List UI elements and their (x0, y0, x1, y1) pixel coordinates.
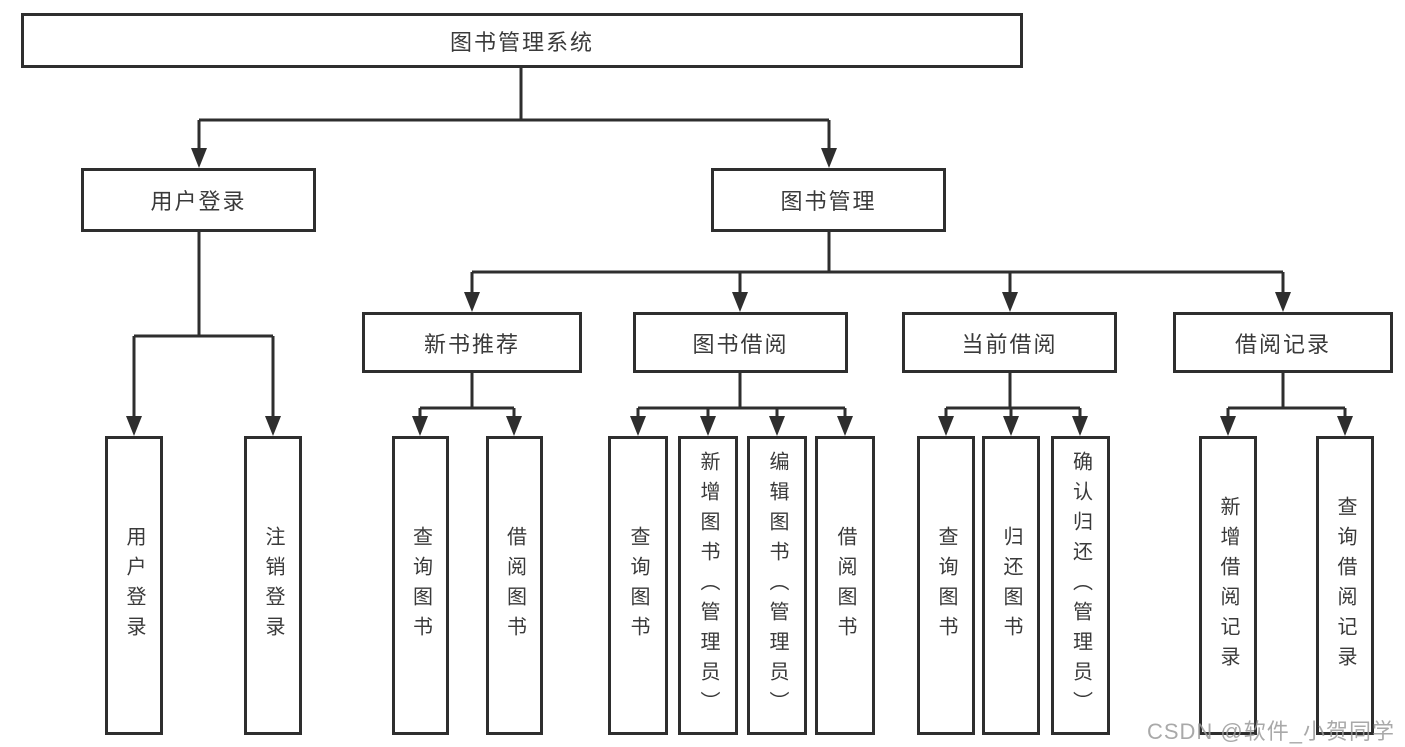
leaf-borrow-add-book-admin-label: 新增图书（管理员） (697, 450, 719, 721)
leaf-newbook-query-book-label: 查询图书 (409, 525, 432, 646)
leaf-borrow-query-book-label: 查询图书 (627, 525, 649, 646)
leaf-logout: 注销登录 (244, 436, 302, 735)
leaf-borrow-edit-book-admin-label: 编辑图书（管理员） (766, 450, 788, 721)
node-user-login: 用户登录 (81, 168, 316, 232)
leaf-user-login-label: 用户登录 (123, 525, 145, 646)
csdn-watermark: CSDN @软件_小贺同学 (1146, 719, 1395, 744)
leaf-current-return-book: 归还图书 (982, 436, 1040, 735)
leaf-newbook-borrow-book: 借阅图书 (486, 436, 543, 735)
node-book-management-label: 图书管理 (780, 189, 877, 214)
node-library-management-system: 图书管理系统 (21, 13, 1023, 68)
leaf-current-query-book-label: 查询图书 (935, 525, 957, 646)
leaf-records-add-borrow-record-label: 新增借阅记录 (1217, 495, 1239, 676)
leaf-borrow-borrow-book: 借阅图书 (815, 436, 875, 735)
node-book-borrow: 图书借阅 (633, 312, 848, 373)
leaf-newbook-borrow-book-label: 借阅图书 (503, 525, 526, 646)
node-book-borrow-label: 图书借阅 (692, 331, 789, 357)
arrowhead-icons (126, 148, 1353, 436)
node-current-borrow: 当前借阅 (902, 312, 1117, 373)
leaf-borrow-borrow-book-label: 借阅图书 (834, 525, 856, 646)
node-new-book-recommend: 新书推荐 (362, 312, 582, 373)
leaf-current-return-book-label: 归还图书 (1000, 525, 1022, 646)
leaf-borrow-edit-book-admin: 编辑图书（管理员） (747, 436, 807, 735)
leaf-records-query-borrow-record: 查询借阅记录 (1316, 436, 1374, 735)
leaf-current-query-book: 查询图书 (917, 436, 975, 735)
leaf-user-login: 用户登录 (105, 436, 163, 735)
leaf-logout-label: 注销登录 (262, 525, 284, 646)
node-borrow-records-label: 借阅记录 (1234, 331, 1331, 357)
leaf-records-add-borrow-record: 新增借阅记录 (1199, 436, 1257, 735)
node-borrow-records: 借阅记录 (1173, 312, 1393, 373)
node-current-borrow-label: 当前借阅 (961, 331, 1058, 357)
node-new-book-recommend-label: 新书推荐 (423, 331, 520, 357)
leaf-borrow-query-book: 查询图书 (608, 436, 668, 735)
leaf-current-confirm-return-admin: 确认归还（管理员） (1051, 436, 1110, 735)
connector-lines (132, 68, 1347, 420)
node-book-management: 图书管理 (711, 168, 946, 232)
node-user-login-label: 用户登录 (150, 189, 247, 214)
leaf-records-query-borrow-record-label: 查询借阅记录 (1334, 495, 1356, 676)
leaf-newbook-query-book: 查询图书 (392, 436, 449, 735)
node-library-management-system-label: 图书管理系统 (449, 29, 594, 55)
leaf-borrow-add-book-admin: 新增图书（管理员） (678, 436, 738, 735)
leaf-current-confirm-return-admin-label: 确认归还（管理员） (1069, 450, 1092, 721)
